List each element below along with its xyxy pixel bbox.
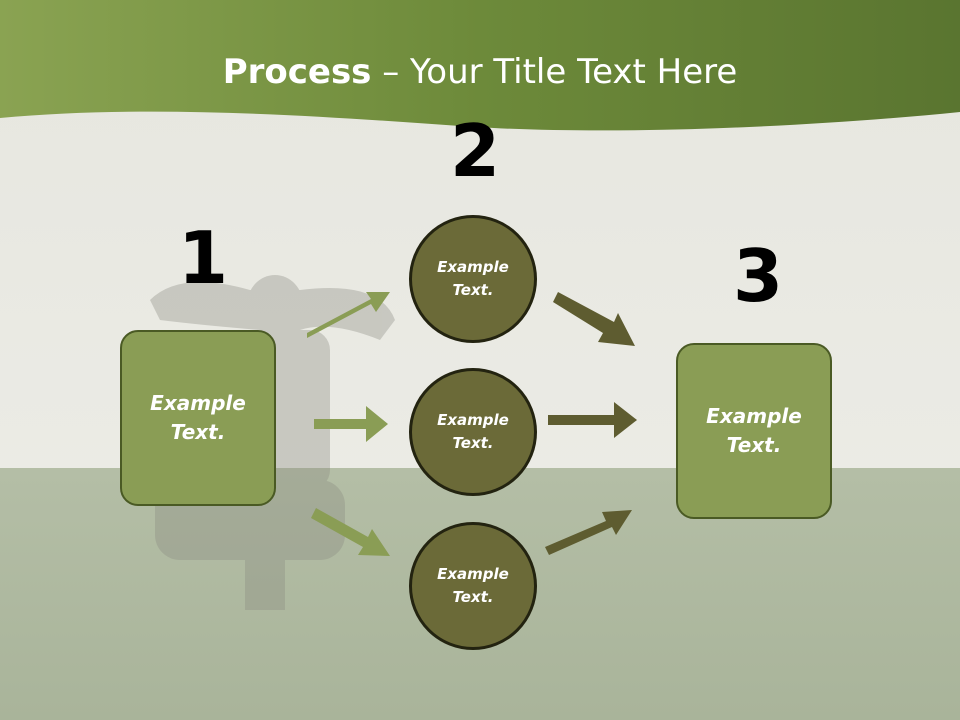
title-banner [0, 0, 960, 131]
step1-box-line1: Example [150, 391, 246, 415]
arrow-circle1-to-box3 [553, 292, 635, 346]
circle1-line2: Text. [452, 281, 494, 299]
circle3-line2: Text. [452, 588, 494, 606]
slide-title: Process – Your Title Text Here [0, 52, 960, 92]
arrow-box1-to-circle2 [314, 406, 388, 442]
step-number-1: 1 [178, 216, 229, 300]
arrow-circle2-to-box3 [548, 402, 637, 438]
title-bold: Process [222, 52, 372, 92]
circle2-line2: Text. [452, 434, 494, 452]
circle2-line1: Example [437, 411, 509, 429]
arrow-box1-to-circle3 [311, 508, 390, 556]
title-rest: – Your Title Text Here [371, 52, 738, 92]
step-number-2: 2 [450, 109, 501, 193]
step-number-3: 3 [733, 234, 784, 318]
step3-box-line1: Example [706, 404, 802, 428]
arrow-circle3-to-box3 [545, 510, 632, 555]
circle3-line1: Example [437, 565, 509, 583]
circle1-line1: Example [437, 258, 509, 276]
step1-box-line2: Text. [170, 420, 226, 444]
step3-box-line2: Text. [726, 433, 782, 457]
arrow-box1-to-circle1 [307, 292, 390, 338]
